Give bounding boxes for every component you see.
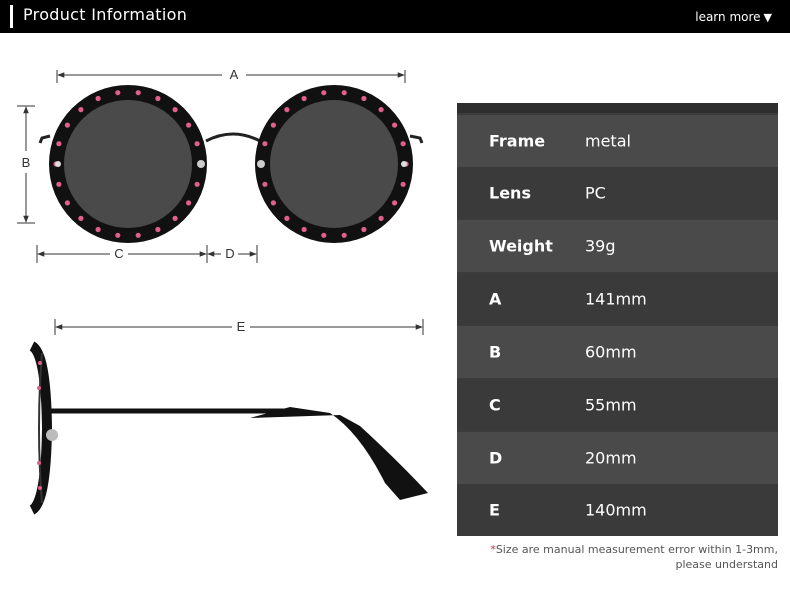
rhinestone-stud xyxy=(56,181,62,187)
note-line-2: please understand xyxy=(675,558,779,571)
dimension-c-label: C xyxy=(114,246,123,261)
chevron-down-icon: ▼ xyxy=(763,11,772,24)
dimension-a-label: A xyxy=(230,67,239,82)
rhinestone-stud xyxy=(301,95,307,102)
dimension-e-line: E xyxy=(54,319,424,335)
spec-table: Frame metal Lens PC Weight 39g A 141mm B… xyxy=(457,103,778,536)
rhinestone-stud xyxy=(301,226,307,233)
spec-row-d: D 20mm xyxy=(457,432,778,484)
rhinestone-studs-right xyxy=(259,90,409,238)
learn-more-label: learn more xyxy=(695,10,761,24)
spec-key: Weight xyxy=(489,236,553,256)
rhinestone-stud xyxy=(284,215,290,221)
rhinestone-stud xyxy=(321,232,327,238)
rhinestone-stud xyxy=(321,90,327,96)
header-accent xyxy=(10,5,13,28)
spec-row-b: B 60mm xyxy=(457,326,778,378)
rhinestone-stud xyxy=(115,90,121,96)
rhinestone-stud xyxy=(95,226,101,233)
note-asterisk: * xyxy=(490,543,496,556)
rhinestone-stud xyxy=(284,107,290,113)
spec-value: PC xyxy=(585,183,606,203)
spec-value: metal xyxy=(585,131,631,151)
spec-row-lens: Lens PC xyxy=(457,167,778,219)
rhinestone-stud xyxy=(135,232,141,238)
rhinestone-stud xyxy=(392,122,398,128)
spec-value: 140mm xyxy=(585,500,647,520)
sunglasses-diagram: A B xyxy=(17,67,428,515)
rhinestone-stud xyxy=(400,181,406,187)
rhinestone-stud xyxy=(270,200,276,206)
spec-key: B xyxy=(489,342,502,362)
dimension-b-label: B xyxy=(22,155,31,170)
rhinestone-stud xyxy=(378,107,384,113)
rhinestone-stud xyxy=(115,232,121,238)
spec-key: A xyxy=(489,289,502,309)
rhinestone-stud xyxy=(95,95,101,102)
rhinestone-stud xyxy=(64,200,70,206)
spec-value: 55mm xyxy=(585,395,637,415)
spec-value: 141mm xyxy=(585,289,647,309)
rhinestone-stud xyxy=(56,141,62,147)
rhinestone-stud xyxy=(155,95,161,102)
spec-value: 60mm xyxy=(585,342,637,362)
rhinestone-stud xyxy=(78,215,84,221)
note-line-1: Size are manual measurement error within… xyxy=(495,543,778,556)
rhinestone-stud xyxy=(155,226,161,233)
glasses-side-view xyxy=(28,341,428,515)
rhinestone-stud xyxy=(78,107,84,113)
rhinestone-stud xyxy=(378,215,384,221)
spec-table-cap xyxy=(457,103,778,113)
dimension-d-line: D xyxy=(207,245,258,263)
spec-key: E xyxy=(489,500,500,520)
learn-more-link[interactable]: learn more▼ xyxy=(695,10,772,24)
spec-value: 39g xyxy=(585,236,616,256)
spec-row-c: C 55mm xyxy=(457,379,778,431)
spec-key: Frame xyxy=(489,131,546,151)
header-bar: Product Information learn more▼ xyxy=(0,0,790,33)
rhinestone-stud xyxy=(262,181,268,187)
spec-key: C xyxy=(489,395,501,415)
dimension-a-line: A xyxy=(56,67,406,83)
rhinestone-stud xyxy=(194,141,200,147)
rhinestone-stud xyxy=(194,181,200,187)
product-figures: A B xyxy=(0,33,450,590)
rhinestone-stud xyxy=(64,122,70,128)
rhinestone-stud xyxy=(172,107,178,113)
dimension-b-line: B xyxy=(17,105,35,224)
rhinestone-stud xyxy=(361,95,367,102)
dimension-d-label: D xyxy=(225,246,234,261)
glasses-front-view xyxy=(38,85,424,243)
spec-row-frame: Frame metal xyxy=(457,115,778,167)
page-title: Product Information xyxy=(23,5,188,24)
rhinestone-stud xyxy=(361,226,367,233)
measurement-note: *Size are manual measurement error withi… xyxy=(490,542,778,572)
spec-row-e: E 140mm xyxy=(457,484,778,536)
rhinestone-stud xyxy=(341,232,347,238)
dimension-c-line: C xyxy=(36,245,208,263)
rhinestone-stud xyxy=(186,200,192,206)
rhinestone-stud xyxy=(262,141,268,147)
spec-row-weight: Weight 39g xyxy=(457,220,778,272)
spec-key: Lens xyxy=(489,183,531,203)
dimension-e-label: E xyxy=(237,319,246,334)
rhinestone-stud xyxy=(341,90,347,96)
rhinestone-stud xyxy=(186,122,192,128)
rhinestone-stud xyxy=(392,200,398,206)
rhinestone-stud xyxy=(400,141,406,147)
rhinestone-stud xyxy=(135,90,141,96)
spec-value: 20mm xyxy=(585,448,637,468)
spec-key: D xyxy=(489,448,503,468)
spec-row-a: A 141mm xyxy=(457,273,778,325)
rhinestone-stud xyxy=(172,215,178,221)
rhinestone-stud xyxy=(270,122,276,128)
